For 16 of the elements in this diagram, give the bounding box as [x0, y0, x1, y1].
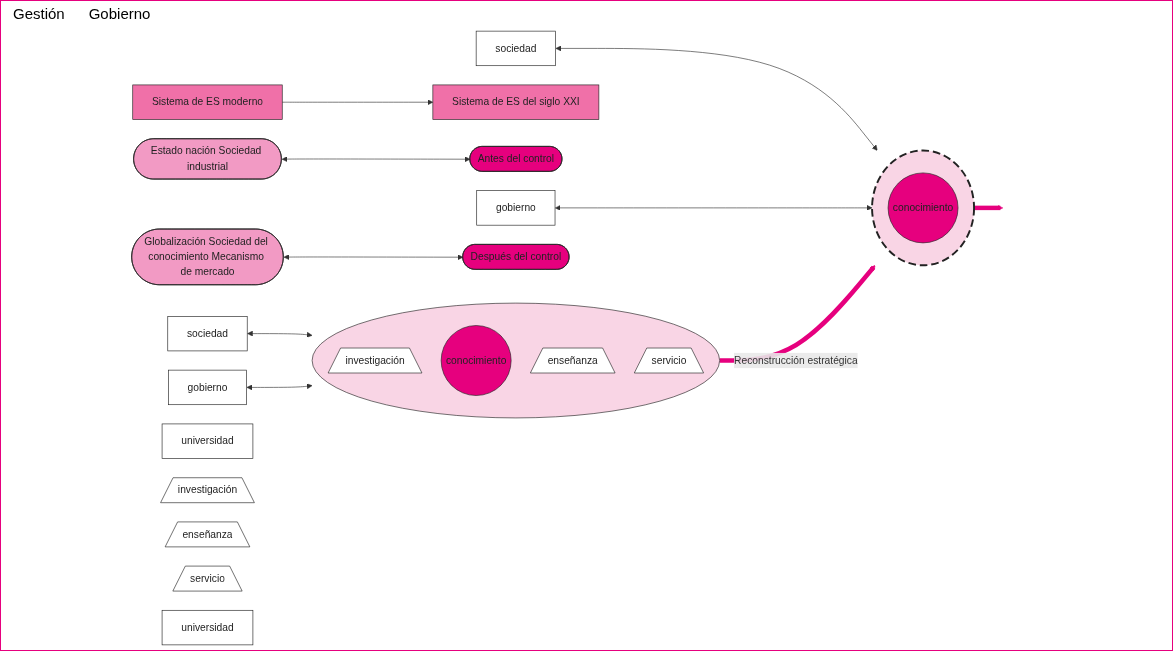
node-box: sociedad — [475, 30, 556, 67]
node-circle: conocimiento — [440, 325, 512, 396]
circle-label: Gestión — [13, 5, 65, 22]
cluster — [311, 302, 720, 419]
cluster — [871, 149, 975, 267]
node-box: Sistema de ES del siglo XXI — [432, 84, 600, 120]
node-box: universidad — [161, 609, 254, 646]
node-box: gobierno — [476, 190, 556, 226]
arrow — [974, 205, 1004, 211]
node-box: universidad — [161, 423, 254, 459]
edge-label: Reconstrucción estratégica — [734, 354, 858, 366]
node-box: Sistema de ES moderno — [132, 84, 283, 120]
node-circle: conocimiento — [887, 172, 959, 244]
node-box: gobierno — [168, 369, 247, 406]
circle-label: Gobierno — [88, 5, 151, 22]
node-box: sociedad — [167, 316, 248, 352]
